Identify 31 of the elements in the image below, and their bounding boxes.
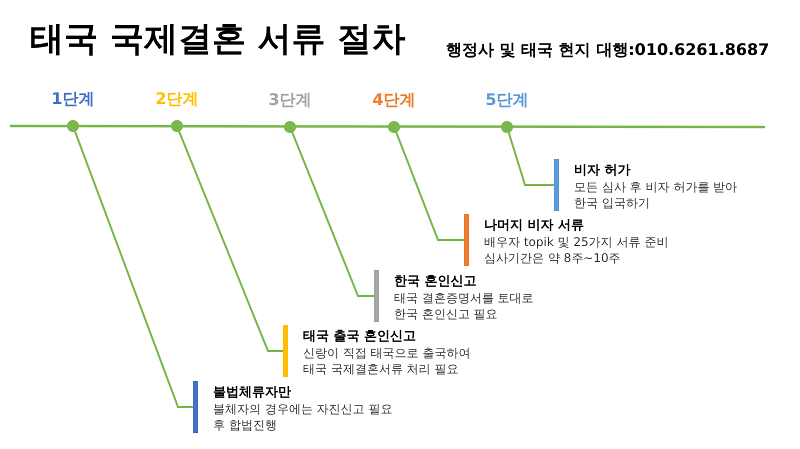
timeline-dot [284, 120, 296, 132]
entry-description: 신랑이 직접 태국으로 출국하여 태국 국제결혼서류 처리 필요 [303, 345, 470, 377]
entry-heading: 비자 허가 [574, 162, 631, 179]
entry-description: 불체자의 경우에는 자진신고 필요 후 합법진행 [213, 401, 392, 433]
contact-info: 행정사 및 태국 현지 대행:010.6261.8687 [446, 40, 770, 60]
timeline-entry [554, 159, 738, 211]
leader-line [508, 132, 554, 186]
entry-heading: 불법체류자만 [213, 384, 291, 401]
entry-heading: 나머지 비자 서류 [484, 217, 584, 234]
timeline-dot [67, 120, 79, 132]
title: 태국 국제결혼 서류 절차 [30, 21, 406, 58]
timeline-entry [464, 214, 668, 266]
step-label: 3단계 [268, 90, 312, 109]
step-label: 4단계 [372, 90, 416, 109]
timeline-dot [171, 120, 183, 132]
leader-line [291, 132, 374, 297]
timeline-dot [501, 121, 513, 133]
timeline-dot [388, 120, 400, 132]
leader-line [74, 131, 193, 408]
timeline-entry [283, 325, 470, 377]
entry-description: 모든 심사 후 비자 허가를 받아 한국 입국하기 [574, 179, 738, 211]
entry-heading: 한국 혼인신고 [394, 273, 477, 290]
step-label: 5단계 [485, 90, 529, 110]
entry-heading: 태국 출국 혼인신고 [303, 328, 416, 345]
entry-description: 배우자 topik 및 25가지 서류 준비 심사기간은 약 8주~10주 [484, 234, 668, 266]
timeline-entry [193, 381, 392, 433]
step-label: 2단계 [155, 89, 199, 108]
step-label: 1단계 [51, 89, 95, 108]
leader-line [178, 131, 283, 352]
timeline-entry [374, 270, 534, 322]
entry-description: 태국 결혼증명서를 토대로 한국 혼인신고 필요 [394, 290, 534, 322]
